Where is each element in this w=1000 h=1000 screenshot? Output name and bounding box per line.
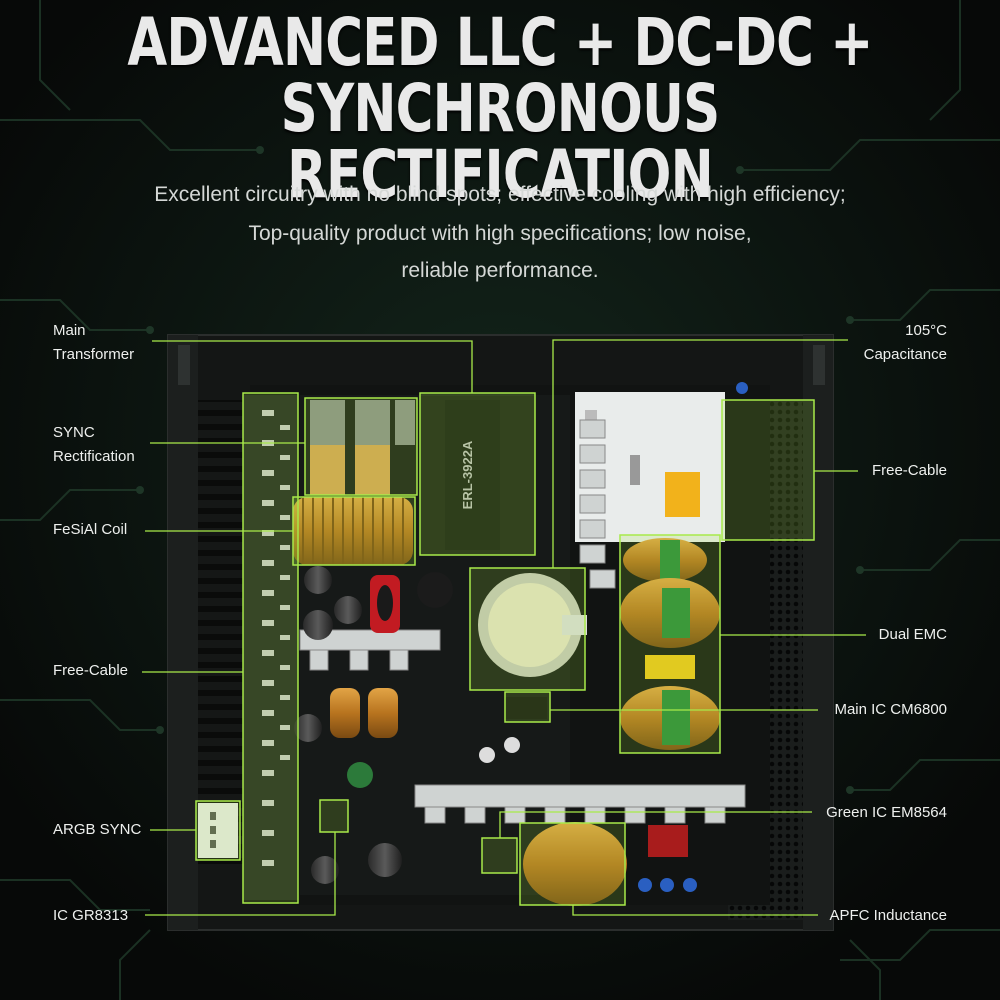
label-capacitance: 105°C Capacitance bbox=[863, 322, 947, 363]
label-ic-gr8313: IC GR8313 bbox=[53, 907, 129, 924]
pcb-board: ERL-3922A bbox=[198, 382, 770, 906]
label-argb-sync: ARGB SYNC bbox=[53, 821, 142, 838]
headline-line-2: SYNCHRONOUS RECTIFICATION bbox=[280, 70, 721, 213]
label-green-ic: Green IC EM8564 bbox=[826, 804, 947, 821]
label-apfc: APFC Inductance bbox=[829, 907, 947, 924]
subtitle-line-2: Top-quality product with high specificat… bbox=[248, 222, 752, 245]
transformer-marking: ERL-3922A bbox=[460, 440, 475, 509]
label-main-ic: Main IC CM6800 bbox=[834, 701, 947, 718]
label-free-cable-left: Free-Cable bbox=[53, 662, 129, 679]
label-free-cable-right: Free-Cable bbox=[871, 462, 947, 479]
subtitle-line-1: Excellent circuitry with no blind spots;… bbox=[154, 183, 846, 206]
label-sync-rectification: SYNC Rectification bbox=[53, 424, 135, 465]
label-dual-emc: Dual EMC bbox=[878, 626, 947, 643]
label-main-transformer: Main Transformer bbox=[53, 322, 135, 363]
label-fesial-coil: FeSiAl Coil bbox=[53, 521, 128, 538]
headline-line-1: ADVANCED LLC + DC-DC + bbox=[127, 4, 873, 81]
subtitle-line-3: reliable performance. bbox=[401, 259, 599, 282]
